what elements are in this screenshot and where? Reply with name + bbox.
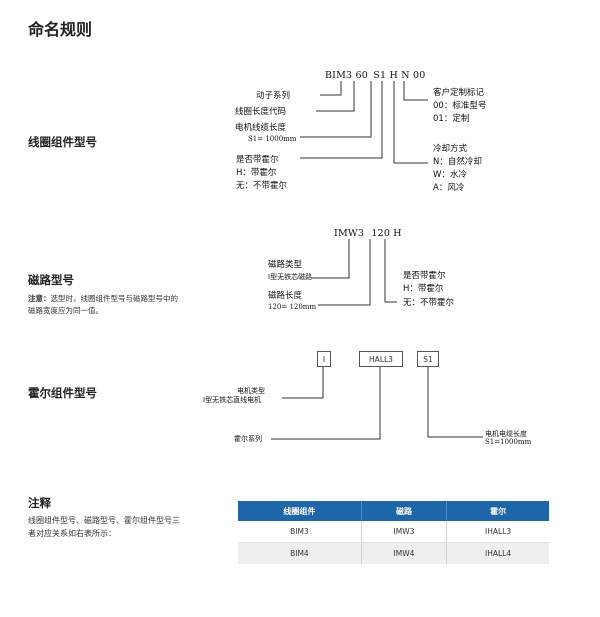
hall-label-motor-type-desc: I型无铁芯直线电机 (203, 396, 262, 404)
coil-label-length-code: 线圈长度代码 (235, 107, 287, 117)
coil-label-cooling: 冷却方式 (433, 144, 468, 154)
coil-code-hall: H (389, 70, 398, 81)
hall-box-series: HALL3 (359, 351, 403, 367)
magnet-label-length-example: 120= 120mm (268, 303, 317, 311)
magnet-code-type: IMW3 (334, 228, 365, 239)
line-mag-type (312, 239, 350, 279)
line-hall-type (282, 365, 324, 399)
coil-code-custom: 00 (412, 70, 426, 81)
line-mag-length (318, 239, 371, 306)
line-coil-length (316, 81, 355, 112)
coil-code-cable: S1 (373, 70, 387, 81)
magnet-label-hall-no: 无：不带霍尔 (403, 298, 455, 308)
table-cell: IMW4 (361, 542, 448, 564)
magnet-label-type: 磁路类型 (268, 260, 303, 270)
coil-label-cool-w: W：水冷 (433, 170, 467, 180)
hall-box-cable: S1 (417, 351, 439, 367)
coil-label-hall-yes: H：带霍尔 (236, 168, 277, 178)
coil-code-cooling: N (401, 70, 410, 81)
table-row: BIM4 IMW4 IHALL4 (238, 542, 549, 564)
coil-label-cool-a: A：风冷 (433, 183, 465, 193)
line-hall-series (271, 365, 381, 440)
table-cell: BIM3 (238, 521, 362, 543)
table-cell: BIM4 (238, 542, 362, 564)
table-header-magnet: 磁路 (361, 501, 448, 521)
page-title: 命名规则 (28, 20, 93, 39)
hall-label-motor-type: 电机类型 (237, 387, 265, 395)
magnet-label-hall-question: 是否带霍尔 (403, 271, 446, 281)
hall-section-heading: 霍尔组件型号 (28, 386, 97, 400)
remark-heading: 注释 (28, 496, 51, 510)
coil-code-length: 60 (355, 70, 369, 81)
coil-label-hall-question: 是否带霍尔 (236, 155, 279, 165)
line-coil-hall (300, 81, 383, 159)
coil-label-cable-length: 电机线缆长度 (235, 123, 287, 133)
correspondence-table: 线圈组件 磁路 霍尔 BIM3 IMW3 IHALL3 BIM4 IMW4 IH… (238, 501, 549, 564)
line-coil-series (320, 81, 342, 96)
coil-label-custom: 客户定制标记 (433, 88, 485, 98)
coil-label-custom-00: 00：标准型号 (433, 101, 487, 111)
coil-label-cool-n: N：自然冷却 (433, 157, 482, 167)
table-header-row: 线圈组件 磁路 霍尔 (238, 501, 549, 521)
table-cell: IHALL3 (446, 521, 549, 543)
coil-label-custom-01: 01：定制 (433, 114, 470, 124)
magnet-code-length: 120 (371, 228, 391, 239)
line-coil-cable (300, 81, 372, 138)
remark-text: 线圈组件型号、磁路型号、霍尔组件型号三者对应关系如右表所示： (28, 516, 180, 538)
coil-section-heading: 线圈组件型号 (28, 135, 97, 149)
line-mag-hall (384, 239, 397, 303)
table-cell: IHALL4 (446, 542, 549, 564)
magnet-code-hall: H (393, 228, 402, 239)
coil-label-hall-no: 无：不带霍尔 (236, 181, 288, 191)
magnet-label-type-desc: I型无铁芯磁路 (268, 273, 313, 281)
magnet-label-length: 磁路长度 (268, 291, 303, 301)
hall-label-cable: 电机电缆长度 (485, 430, 527, 438)
coil-code: BIM3 60 S1 H N 00 (325, 70, 425, 81)
line-coil-cooling (393, 81, 428, 164)
magnet-note: 注意：选型时，线圈组件型号与磁路型号中的磁路宽度应为同一值。 (28, 293, 178, 317)
magnet-note-lead: 注意： (28, 294, 51, 303)
line-coil-custom (403, 81, 428, 101)
table-cell: IMW3 (361, 521, 448, 543)
magnet-code: IMW3 120 H (334, 228, 402, 239)
hall-label-cable-example: S1=1000mm (485, 438, 532, 446)
hall-label-series: 霍尔系列 (234, 435, 262, 443)
magnet-section-heading: 磁路型号 (28, 273, 74, 287)
table-header-coil: 线圈组件 (238, 501, 362, 521)
coil-label-cable-example: S1= 1000mm (248, 135, 297, 143)
coil-code-series: BIM3 (325, 70, 353, 81)
magnet-note-text: 选型时，线圈组件型号与磁路型号中的磁路宽度应为同一值。 (28, 294, 178, 315)
hall-box-type: I (317, 351, 331, 367)
coil-label-series: 动子系列 (256, 91, 291, 101)
line-hall-cable (427, 365, 483, 438)
table-header-hall: 霍尔 (446, 501, 549, 521)
magnet-label-hall-yes: H：带霍尔 (403, 284, 444, 294)
table-row: BIM3 IMW3 IHALL3 (238, 521, 549, 543)
